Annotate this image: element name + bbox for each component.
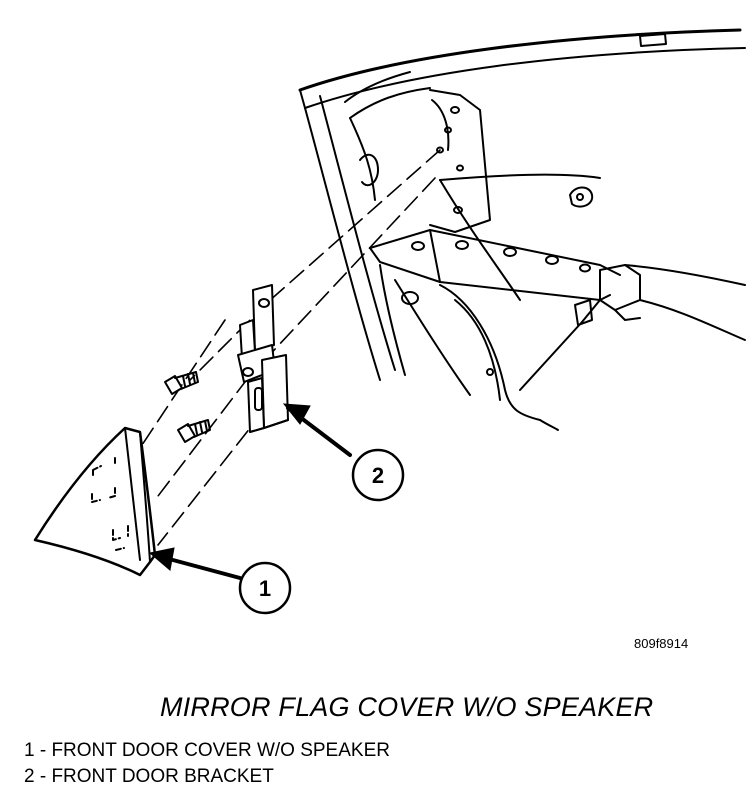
screw-upper — [164, 371, 199, 395]
front-door-bracket — [237, 284, 289, 433]
callout-2-number: 2 — [372, 463, 384, 488]
arrowhead-1 — [148, 547, 175, 571]
callout-2: 2 — [351, 448, 405, 502]
figure-title: MIRROR FLAG COVER W/O SPEAKER — [160, 692, 654, 722]
mounting-screws — [164, 371, 211, 443]
callout-1-number: 1 — [259, 576, 271, 601]
legend-item-2: 2 - FRONT DOOR BRACKET — [24, 766, 274, 787]
front-door-cover — [33, 426, 157, 577]
parts-legend: 1 - FRONT DOOR COVER W/O SPEAKER 2 - FRO… — [24, 738, 390, 790]
door-cross-beam — [369, 229, 746, 341]
callout-1: 1 — [238, 561, 292, 615]
legend-item-1: 1 - FRONT DOOR COVER W/O SPEAKER — [24, 740, 390, 761]
arrowhead-2 — [282, 403, 311, 425]
door-frame — [298, 28, 746, 381]
exploded-view-diagram: 2 1 — [33, 28, 746, 615]
inner-door-panel — [429, 89, 601, 233]
lower-door-structure — [379, 179, 601, 431]
figure-code: 809f8914 — [634, 636, 689, 651]
screw-lower — [177, 419, 211, 443]
